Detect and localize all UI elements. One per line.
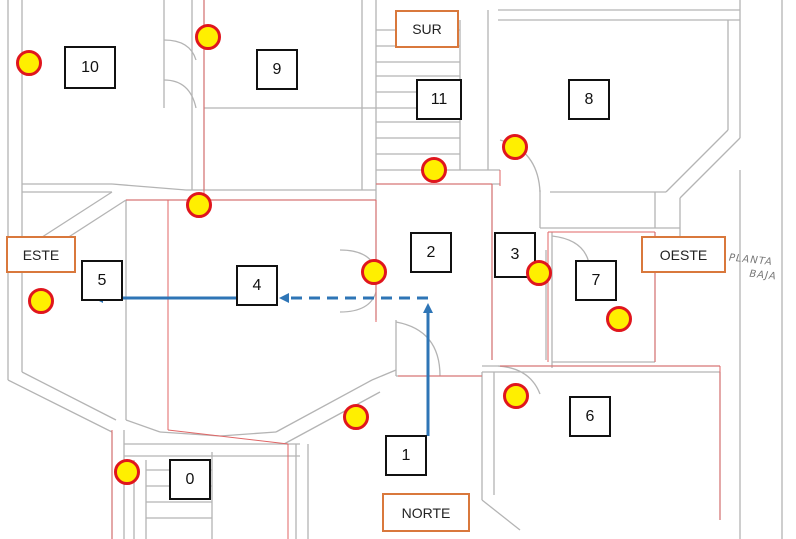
room-label-7: 7 xyxy=(575,260,617,301)
room-label-8: 8 xyxy=(568,79,610,120)
marker-dot xyxy=(502,134,528,160)
room-label-10: 10 xyxy=(64,46,116,89)
marker-dot xyxy=(186,192,212,218)
marker-dot xyxy=(526,260,552,286)
direction-label-south: SUR xyxy=(395,10,459,48)
room-label-1: 1 xyxy=(385,435,427,476)
room-label-2: 2 xyxy=(410,232,452,273)
marker-dot xyxy=(503,383,529,409)
direction-label-north: NORTE xyxy=(382,493,470,532)
marker-dot xyxy=(114,459,140,485)
marker-dot xyxy=(16,50,42,76)
marker-dot xyxy=(606,306,632,332)
room-label-4: 4 xyxy=(236,265,278,306)
marker-dot xyxy=(28,288,54,314)
marker-dot xyxy=(361,259,387,285)
marker-dot xyxy=(421,157,447,183)
route-arrows xyxy=(93,293,433,436)
direction-label-west: OESTE xyxy=(641,236,726,273)
marker-dot xyxy=(195,24,221,50)
handwritten-title: PLANTA BAJA xyxy=(728,252,778,283)
room-label-5: 5 xyxy=(81,260,123,301)
room-label-11: 11 xyxy=(416,79,462,120)
room-label-0: 0 xyxy=(169,459,211,500)
marker-dot xyxy=(343,404,369,430)
room-label-9: 9 xyxy=(256,49,298,90)
room-label-6: 6 xyxy=(569,396,611,437)
direction-label-east: ESTE xyxy=(6,236,76,273)
